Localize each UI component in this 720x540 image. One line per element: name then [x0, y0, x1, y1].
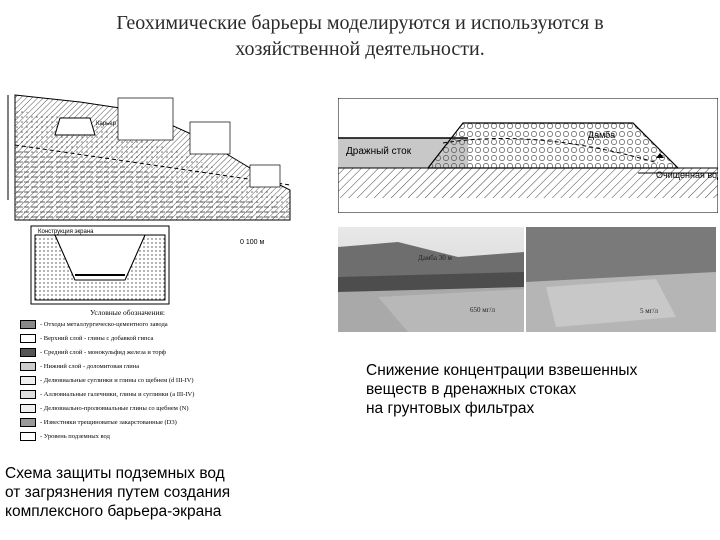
dam-label: Дамба	[588, 130, 615, 140]
filter-photo-right	[526, 227, 716, 332]
legend-swatch	[20, 418, 36, 428]
left-caption-line-3: комплексного барьера-экрана	[5, 503, 222, 520]
legend-label: - Делювиальные суглинки и глины со щебне…	[40, 377, 194, 384]
legend-label: - Верхний слой - глины с добавкой гипса	[40, 335, 154, 342]
right-caption-line-3: на грунтовых фильтрах	[366, 400, 535, 417]
geological-cross-section: Карьер 0 100 м	[0, 90, 300, 250]
left-caption-line-2: от загрязнения путем создания	[5, 484, 231, 501]
left-caption-line-1: Схема защиты подземных вод	[5, 465, 225, 482]
slide-title: Геохимические барьеры моделируются и исп…	[40, 10, 680, 62]
legend-label: - Отходы металлургическо-цементного заво…	[40, 321, 168, 328]
legend-label: - Средний слой - монокульфид железа и то…	[40, 349, 166, 356]
drainage-flow-label: Дражный сток	[346, 146, 412, 157]
legend-item: - Делювиальные суглинки и глины со щебне…	[20, 374, 290, 388]
right-caption-line-1: Снижение концентрации взвешенных	[366, 362, 638, 379]
legend-title: Условные обозначения:	[90, 308, 166, 317]
right-caption: Снижение концентрации взвешенных веществ…	[366, 361, 637, 418]
legend: Условные обозначения: - Отходы металлург…	[20, 308, 290, 458]
legend-item: - Аллювиальные галечники, глины и суглин…	[20, 388, 290, 402]
scale-label: 0 100 м	[240, 239, 264, 246]
legend-swatch	[20, 432, 36, 442]
dam-filter-diagram: Дражный сток Дамба Очищенная вода	[338, 98, 718, 213]
legend-item: - Верхний слой - глины с добавкой гипса	[20, 332, 290, 346]
title-line-2: хозяйственной деятельности.	[235, 38, 485, 60]
legend-item: - Делювиально-пролювиальные глины со щеб…	[20, 402, 290, 416]
legend-item: - Средний слой - монокульфид железа и то…	[20, 346, 290, 360]
dam-30m-label: Дамба 30 м	[418, 254, 452, 262]
legend-label: - Известняки трещиноватые закарстованные…	[40, 419, 177, 426]
legend-label: - Уровень подземных вод	[40, 433, 110, 440]
left-caption: Схема защиты подземных вод от загрязнени…	[5, 464, 230, 521]
title-line-1: Геохимические барьеры моделируются и исп…	[116, 12, 604, 34]
legend-label: - Нижний слой - доломитовая глина	[40, 363, 140, 370]
legend-swatch	[20, 320, 36, 330]
screen-design-diagram: Конструкция экрана	[30, 225, 170, 305]
legend-swatch	[20, 334, 36, 344]
legend-swatch	[20, 390, 36, 400]
filter-photo-left	[338, 227, 524, 332]
legend-swatch	[20, 362, 36, 372]
screen-design-label: Конструкция экрана	[38, 229, 94, 235]
right-caption-line-2: веществ в дренажных стоках	[366, 381, 577, 398]
left-concentration-label: 650 мг/л	[470, 306, 495, 314]
legend-item: - Нижний слой - доломитовая глина	[20, 360, 290, 374]
legend-item: - Отходы металлургическо-цементного заво…	[20, 318, 290, 332]
quarry-label: Карьер	[96, 121, 117, 127]
clean-water-label: Очищенная вода	[656, 170, 718, 180]
legend-swatch	[20, 376, 36, 386]
right-concentration-label: 5 мг/л	[640, 307, 658, 315]
legend-item: - Известняки трещиноватые закарстованные…	[20, 416, 290, 430]
legend-label: - Делювиально-пролювиальные глины со щеб…	[40, 405, 189, 412]
legend-item: - Уровень подземных вод	[20, 430, 290, 444]
legend-label: - Аллювиальные галечники, глины и суглин…	[40, 391, 195, 398]
legend-swatch	[20, 348, 36, 358]
legend-swatch	[20, 404, 36, 414]
